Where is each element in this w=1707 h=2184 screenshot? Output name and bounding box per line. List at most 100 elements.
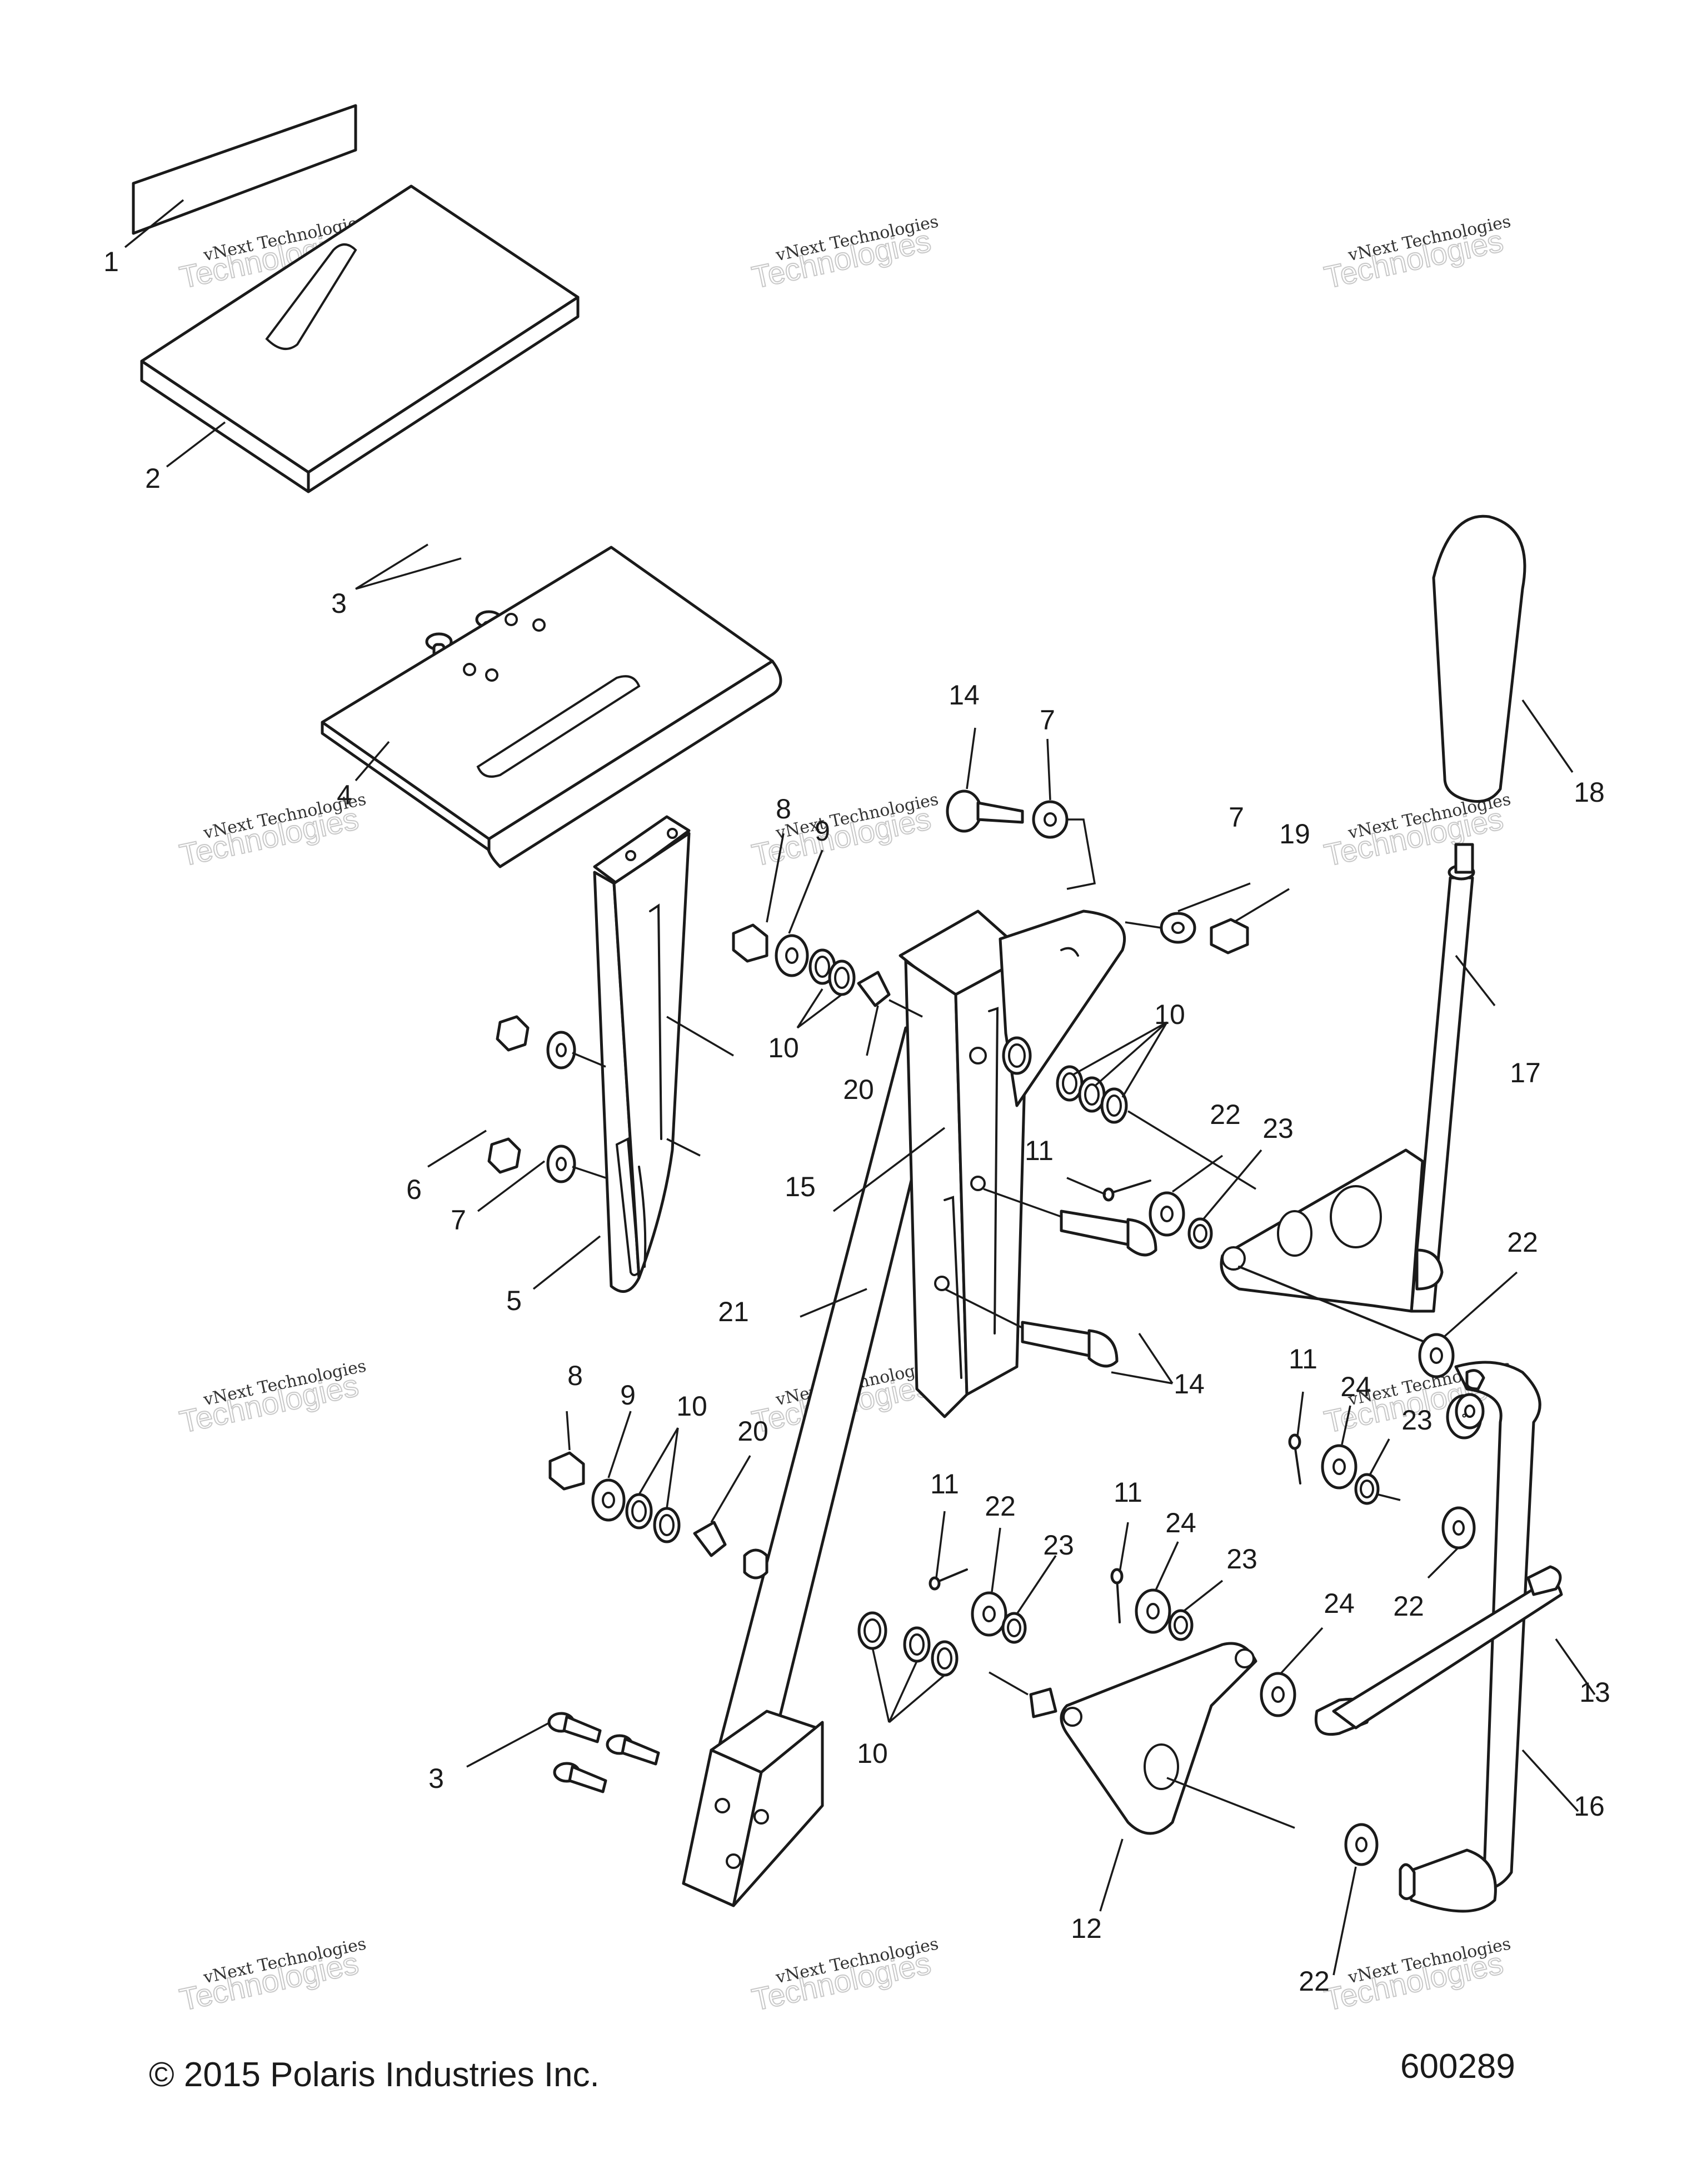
axis-line bbox=[944, 1288, 1023, 1329]
part-4-bracket-plate bbox=[321, 546, 782, 868]
axis-line bbox=[1066, 818, 1096, 890]
callout-7: 7 bbox=[1040, 704, 1055, 736]
axis-line bbox=[989, 1671, 1029, 1696]
axis-line bbox=[1127, 1110, 1256, 1190]
callout-22: 22 bbox=[1299, 1966, 1330, 1997]
part-23-washer-middle bbox=[1187, 1217, 1213, 1250]
part-7-washer-right bbox=[1160, 912, 1196, 944]
part-9-washer-upper bbox=[775, 934, 809, 977]
axis-line bbox=[983, 1188, 1062, 1218]
callout-7: 7 bbox=[451, 1205, 466, 1236]
part-23-washer-lower bbox=[1001, 1612, 1027, 1644]
callout-3: 3 bbox=[331, 588, 347, 619]
callout-1: 1 bbox=[103, 246, 119, 277]
part-24-washer-right bbox=[1321, 1444, 1357, 1490]
callout-20: 20 bbox=[843, 1074, 874, 1105]
axis-line bbox=[1377, 1493, 1401, 1501]
callouts: 1 2 3 4 5 6 7 8 9 10 20 14 7 7 19 18 17 … bbox=[103, 246, 1610, 1997]
callout-20: 20 bbox=[737, 1416, 768, 1447]
part-24-washer-lower-right bbox=[1260, 1672, 1296, 1717]
callout-14: 14 bbox=[949, 679, 980, 711]
part-14-pin-upper bbox=[946, 789, 1024, 833]
callout-23: 23 bbox=[1401, 1405, 1433, 1436]
axis-line bbox=[572, 1052, 606, 1068]
callout-2: 2 bbox=[145, 463, 161, 494]
callout-10: 10 bbox=[857, 1738, 888, 1769]
part-10-washers-lower bbox=[625, 1493, 681, 1543]
callout-11: 11 bbox=[1114, 1477, 1142, 1508]
axis-line bbox=[666, 1138, 701, 1157]
part-9-washer-lower bbox=[591, 1478, 626, 1522]
pivot-stub bbox=[743, 1548, 768, 1580]
part-5-slotted-bracket bbox=[593, 815, 691, 1293]
part-19-nut bbox=[1210, 918, 1249, 954]
callout-12: 12 bbox=[1071, 1913, 1102, 1944]
axis-line bbox=[889, 999, 923, 1018]
watermark: Technologies vNext Technologies bbox=[1321, 212, 1513, 296]
drawing-number: 600289 bbox=[1400, 2047, 1515, 2086]
part-11-cotter-pin-lower bbox=[929, 1568, 968, 1591]
part-22-washer-bottom bbox=[1344, 1823, 1379, 1866]
callout-6: 6 bbox=[406, 1174, 422, 1205]
callout-9: 9 bbox=[620, 1380, 636, 1411]
part-22-washer-side bbox=[1462, 1413, 1466, 1418]
callout-17: 17 bbox=[1510, 1057, 1541, 1088]
part-17-shift-lever bbox=[1220, 843, 1475, 1351]
part-7-washer bbox=[546, 1031, 576, 1183]
axis-line bbox=[666, 1016, 734, 1057]
screw bbox=[547, 1712, 602, 1743]
part-8-nut-upper bbox=[732, 923, 768, 963]
part-10-washers-middle bbox=[1002, 1036, 1128, 1124]
callout-8: 8 bbox=[776, 793, 791, 824]
callout-22: 22 bbox=[1210, 1099, 1241, 1130]
callout-23: 23 bbox=[1226, 1543, 1257, 1575]
part-22-washer-lower-rod bbox=[1441, 1506, 1476, 1550]
callout-9: 9 bbox=[815, 816, 830, 847]
part-6-nut bbox=[487, 1015, 530, 1174]
callout-24: 24 bbox=[1165, 1507, 1196, 1538]
callout-22: 22 bbox=[1507, 1227, 1538, 1258]
leader-lines bbox=[124, 199, 1596, 1976]
copyright-notice: © 2015 Polaris Industries Inc. bbox=[149, 2056, 600, 2094]
part-20-bushing-upper bbox=[857, 971, 891, 1007]
part-22-washer-middle bbox=[1149, 1191, 1185, 1237]
part-7-washer-upper bbox=[1032, 800, 1069, 839]
callout-21: 21 bbox=[718, 1296, 749, 1327]
callout-8: 8 bbox=[567, 1360, 583, 1391]
callout-7: 7 bbox=[1229, 802, 1244, 833]
callout-10: 10 bbox=[676, 1391, 707, 1422]
callout-13: 13 bbox=[1579, 1677, 1610, 1708]
callout-22: 22 bbox=[985, 1491, 1016, 1522]
callout-10: 10 bbox=[768, 1032, 799, 1063]
callout-15: 15 bbox=[785, 1171, 816, 1202]
axis-line bbox=[1166, 1777, 1295, 1829]
part-11-cotter-pin-center bbox=[1110, 1568, 1124, 1623]
watermark: Technologies vNext Technologies bbox=[176, 1934, 368, 2018]
callout-19: 19 bbox=[1279, 818, 1310, 849]
part-12-bellcrank bbox=[1029, 1642, 1257, 1835]
part-10-washers-lower-right bbox=[857, 1611, 959, 1677]
part-14-pin-lower-2 bbox=[1021, 1321, 1119, 1368]
part-2-pad bbox=[140, 184, 580, 493]
watermark: Technologies vNext Technologies bbox=[748, 1934, 940, 2018]
callout-23: 23 bbox=[1262, 1113, 1294, 1144]
callout-5: 5 bbox=[506, 1285, 522, 1316]
part-22-washer-lower bbox=[971, 1591, 1007, 1637]
part-1-label-sheet bbox=[132, 104, 357, 235]
watermark: Technologies vNext Technologies bbox=[1321, 789, 1513, 873]
part-23-washer-center bbox=[1168, 1609, 1194, 1641]
part-11-cotter-pin-middle bbox=[1102, 1180, 1151, 1202]
part-11-cotter-pin-right bbox=[1288, 1433, 1301, 1485]
callout-10: 10 bbox=[1154, 999, 1185, 1030]
screw bbox=[553, 1762, 607, 1793]
callout-22: 22 bbox=[1393, 1591, 1424, 1622]
part-3-screws-lower bbox=[547, 1712, 660, 1793]
callout-23: 23 bbox=[1043, 1530, 1074, 1561]
part-18-knob bbox=[1432, 514, 1526, 803]
part-22-washer-rod-mid bbox=[1455, 1393, 1485, 1430]
screw bbox=[606, 1734, 660, 1766]
watermark: Technologies vNext Technologies bbox=[1321, 1934, 1513, 2018]
axis-line bbox=[1125, 921, 1162, 929]
callout-18: 18 bbox=[1574, 777, 1605, 808]
